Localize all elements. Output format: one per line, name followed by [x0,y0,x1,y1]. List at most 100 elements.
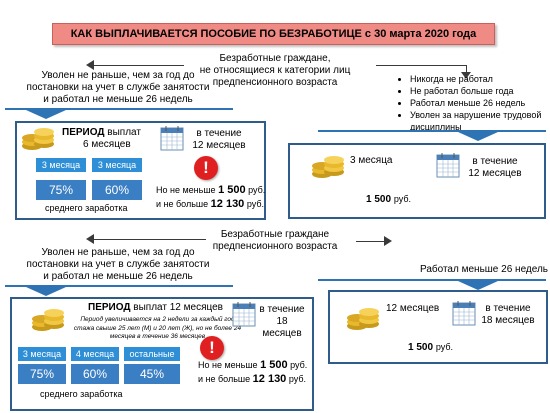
max-value: 12 130 [252,373,287,385]
period-label: ПЕРИОД [62,127,105,138]
tile-second-period: 3 месяца [92,158,142,172]
percent-second: 60% [92,180,142,200]
min-prefix: Но не меньше [156,185,216,195]
amount-unit: руб. [435,342,453,352]
coins-icon [347,308,379,330]
section1-left-condition: Уволен не раньше, чем за год до постанов… [18,70,218,106]
section2-right-condition: Работал меньше 26 недель [420,264,549,275]
section1-heading-line3: предпенсионного возраста [212,77,338,88]
section1-left-connector [94,65,184,66]
tile-first-period: 3 месяца [18,347,66,361]
max-unit: руб. [288,374,306,384]
list-item: Не работал больше года [410,85,550,97]
max-value: 12 130 [210,198,245,210]
calendar-icon [232,302,256,327]
list-item: Никогда не работал [410,73,550,85]
term-line2: 12 месяцев [468,168,522,179]
section2-right-arrowhead [384,236,392,246]
section2-right-separator [318,279,546,281]
section1-left-down-arrow [26,110,66,119]
section2-left-period: ПЕРИОД выплат 12 месяцев [88,302,223,313]
section1-left-condition-line3: и работал не меньше 26 недель [43,94,193,105]
section2-heading-line1: Безработные граждане [220,229,330,240]
term-line1: в течение [472,156,518,167]
section1-left-separator [5,108,233,110]
section2-right-term: в течение 18 месяцев [476,303,540,327]
period-suffix: выплат 12 месяцев [133,302,223,313]
section2-left-arrowhead [86,234,94,244]
tile-second-period: 4 месяца [71,347,119,361]
section2-left-separator [5,285,233,287]
section1-left-condition-line2: постановки на учет в службе занятости [26,82,210,93]
amount-value: 1 500 [366,194,392,205]
calendar-icon [160,126,184,151]
section1-left-arrowhead [86,60,94,70]
section1-right-connector-drop [466,65,467,74]
exclamation-icon: ! [200,336,224,360]
max-unit: руб. [246,199,264,209]
avg-earnings-label: среднего заработка [40,389,123,399]
section2-heading: Безработные граждане предпенсионного воз… [190,229,360,253]
section1-left-limits: Но не меньше 1 500 руб. и не больше 12 1… [156,185,266,210]
section1-right-arrowhead [461,72,471,84]
note-line3: месяцев в течение 36 месяцев [109,333,206,340]
max-prefix: и не больше [156,199,209,209]
section1-left-term: в течение 12 месяцев [186,128,252,152]
section2-right-down-arrow [458,281,498,290]
term-line2: 18 месяцев [262,316,302,339]
coins-icon [32,309,64,331]
amount-value: 1 500 [408,342,434,353]
max-prefix: и не больше [198,374,251,384]
section2-left-condition: Уволен не раньше, чем за год до постанов… [18,247,218,283]
page-title: КАК ВЫПЛАЧИВАЕТСЯ ПОСОБИЕ ПО БЕЗРАБОТИЦЕ… [52,23,495,45]
section2-left-condition-line2: постановки на учет в службе занятости [26,259,210,270]
min-unit: руб. [290,360,308,370]
section2-left-note: Период увеличивается на 2 недели за кажд… [70,316,245,342]
period-label: ПЕРИОД [88,302,131,313]
avg-earnings-label: среднего заработка [45,203,128,213]
list-item: Работал меньше 26 недель [410,97,550,109]
term-line1: в течение [259,304,305,315]
section2-right-amount: 1 500 руб. [408,342,453,353]
min-value: 1 500 [218,184,246,196]
min-unit: руб. [248,185,266,195]
section2-right-connector [356,241,386,242]
note-line1: Период увеличивается на 2 недели за кажд… [80,316,235,323]
section2-right-period-value: 12 месяцев [386,303,440,314]
term-line2: 12 месяцев [192,140,246,151]
exclamation-icon: ! [194,156,218,180]
coins-icon [312,156,344,178]
section1-right-down-arrow [458,132,498,141]
amount-unit: руб. [393,194,411,204]
term-line1: в течение [196,128,242,139]
calendar-icon [452,301,476,326]
section2-left-term: в течение 18 месяцев [256,304,308,340]
section1-left-condition-line1: Уволен не раньше, чем за год до [41,70,195,81]
section2-left-connector [94,239,206,240]
section1-right-connector [376,65,466,66]
section2-left-condition-line3: и работал не меньше 26 недель [43,271,193,282]
section1-left-period-value: 6 месяцев [83,139,131,150]
tile-remaining-period: остальные [124,347,180,361]
list-item: Уволен за нарушение трудовой дисциплины [410,109,550,133]
section1-right-box [288,143,546,219]
min-prefix: Но не меньше [198,360,258,370]
period-suffix: выплат [107,127,141,138]
note-line2: стажа свыше 25 лет (М) и 20 лет (Ж), но … [73,324,242,332]
percent-first: 75% [18,364,66,384]
tile-first-period: 3 месяца [36,158,86,172]
min-value: 1 500 [260,359,288,371]
section1-right-period-value: 3 месяца [350,155,393,166]
section1-right-separator [318,130,546,132]
section2-left-limits: Но не меньше 1 500 руб. и не больше 12 1… [198,360,308,385]
section1-right-amount: 1 500 руб. [366,194,411,205]
section1-right-conditions: Никогда не работал Не работал больше год… [400,73,550,133]
section2-left-down-arrow [26,287,66,296]
percent-first: 75% [36,180,86,200]
term-line1: в течение [485,303,531,314]
section2-left-condition-line1: Уволен не раньше, чем за год до [41,247,195,258]
section1-heading-line1: Безработные граждане, [219,53,331,64]
section1-right-term: в течение 12 месяцев [460,156,530,180]
term-line2: 18 месяцев [481,315,535,326]
section1-left-period: ПЕРИОД выплат [62,127,141,139]
